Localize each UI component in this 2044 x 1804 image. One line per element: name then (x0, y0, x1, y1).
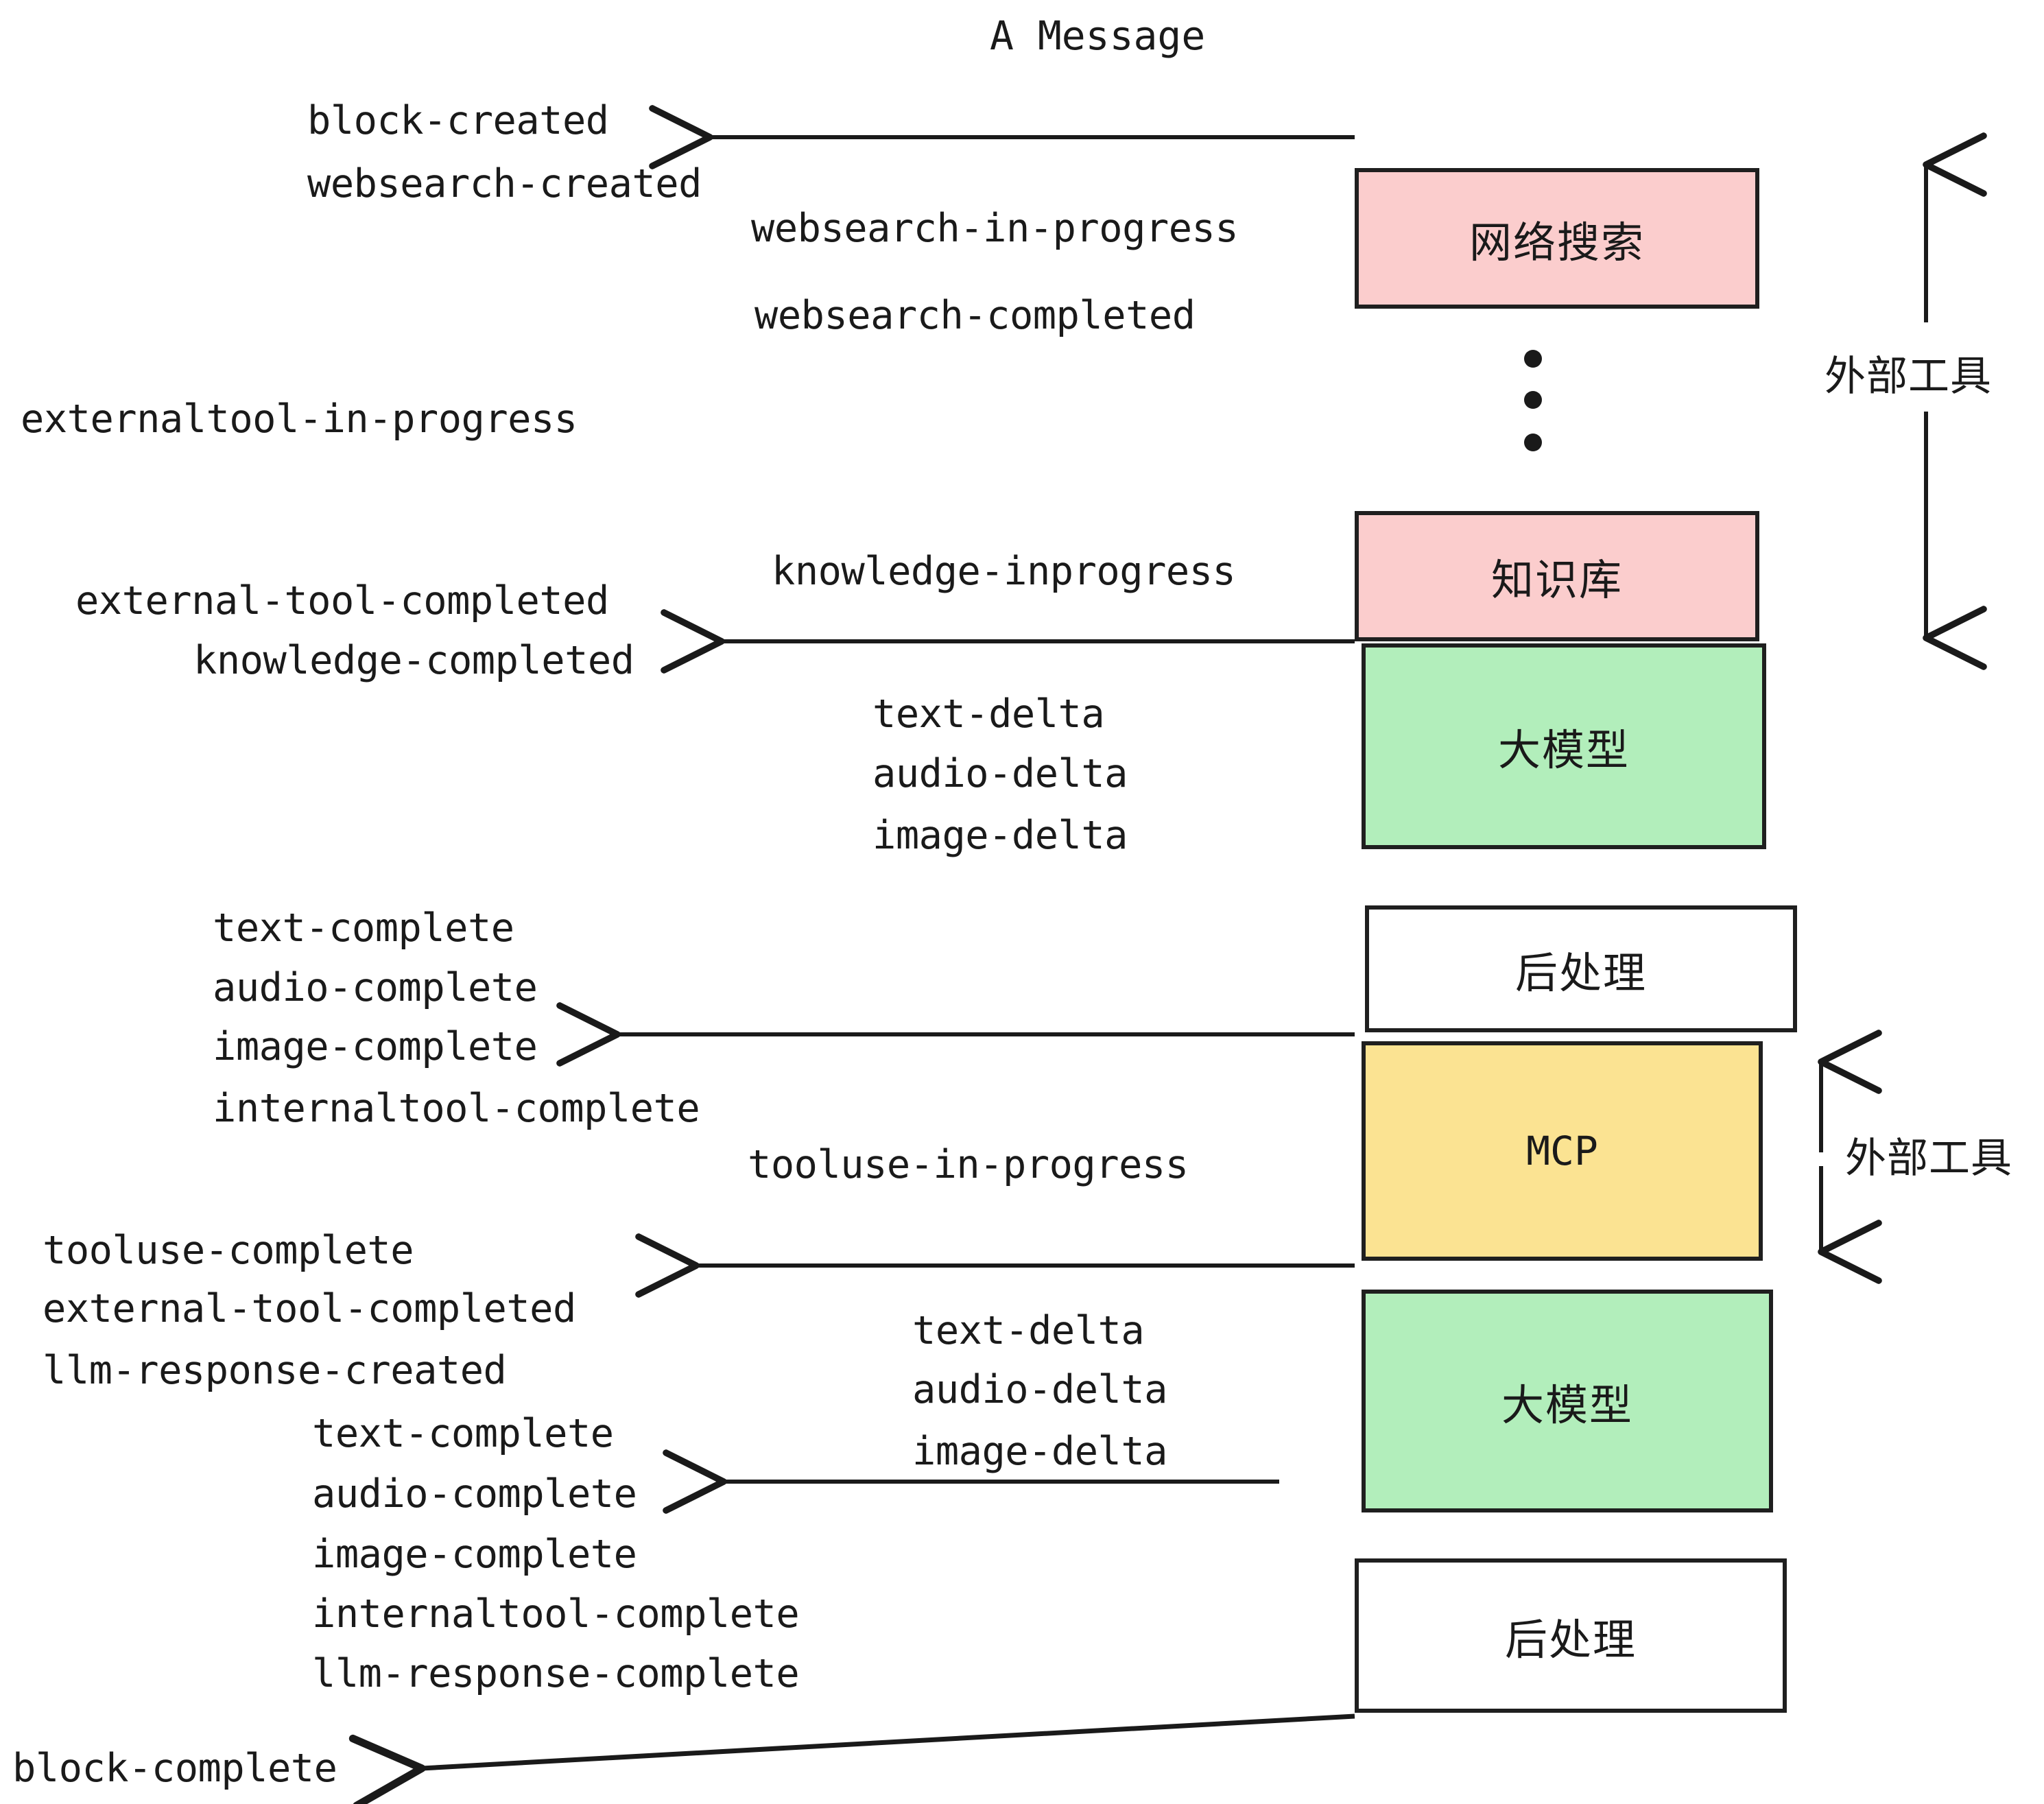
diagram-title: A Message (990, 12, 1206, 59)
event-image-delta-2: image-delta (912, 1429, 1168, 1474)
event-websearch-completed: websearch-completed (754, 293, 1196, 338)
event-audio-delta-2: audio-delta (912, 1367, 1168, 1412)
connector-post-bottom-to-block-complete (348, 1713, 1355, 1804)
node-websearch-label: 网络搜索 (1469, 217, 1645, 268)
group-label-external-tools-top: 外部工具 (1825, 353, 1992, 401)
node-llm-bottom-label: 大模型 (1501, 1379, 1633, 1430)
event-block-created: block-created (307, 98, 609, 143)
event-websearch-created: websearch-created (307, 161, 702, 206)
event-text-complete-1: text-complete (213, 905, 514, 951)
event-internaltool-complete-2: internaltool-complete (312, 1591, 800, 1637)
event-llm-response-complete: llm-response-complete (312, 1651, 800, 1696)
ellipsis-dot-2 (1524, 391, 1542, 409)
event-text-complete-2: text-complete (312, 1411, 614, 1456)
event-audio-complete-2: audio-complete (312, 1471, 637, 1517)
event-websearch-in-progress: websearch-in-progress (751, 206, 1239, 251)
ellipsis-dot-3 (1524, 434, 1542, 451)
event-image-delta-1: image-delta (872, 813, 1128, 858)
event-text-delta-2: text-delta (912, 1308, 1145, 1353)
node-llm-top[interactable]: 大模型 (1362, 643, 1766, 849)
node-postprocess-top-label: 后处理 (1514, 947, 1647, 998)
node-postprocess-bottom-label: 后处理 (1504, 1614, 1637, 1665)
event-llm-response-created: llm-response-created (43, 1348, 507, 1393)
node-llm-top-label: 大模型 (1497, 725, 1630, 775)
event-audio-complete-1: audio-complete (213, 965, 538, 1010)
event-externaltool-in-progress: externaltool-in-progress (21, 396, 578, 442)
event-image-complete-1: image-complete (213, 1024, 538, 1069)
event-internaltool-complete-1: internaltool-complete (213, 1086, 700, 1131)
node-websearch[interactable]: 网络搜索 (1355, 168, 1759, 309)
node-knowledge-base-label: 知识库 (1490, 555, 1623, 605)
group-label-external-tools-bottom: 外部工具 (1845, 1135, 2012, 1183)
node-knowledge-base[interactable]: 知识库 (1355, 511, 1759, 641)
event-knowledge-inprogress: knowledge-inprogress (772, 549, 1236, 594)
event-external-tool-completed-2: external-tool-completed (43, 1286, 576, 1331)
node-postprocess-top[interactable]: 后处理 (1365, 905, 1797, 1032)
node-postprocess-bottom[interactable]: 后处理 (1355, 1558, 1787, 1713)
event-audio-delta-1: audio-delta (872, 751, 1128, 796)
event-external-tool-completed-1: external-tool-completed (75, 578, 609, 624)
node-llm-bottom[interactable]: 大模型 (1362, 1290, 1773, 1512)
node-mcp-label: MCP (1526, 1128, 1598, 1174)
event-image-complete-2: image-complete (312, 1532, 637, 1577)
event-block-complete: block-complete (12, 1746, 337, 1791)
node-mcp[interactable]: MCP (1362, 1041, 1763, 1261)
event-text-delta-1: text-delta (872, 691, 1105, 737)
event-tooluse-in-progress: tooluse-in-progress (748, 1142, 1189, 1187)
ellipsis-dot-1 (1524, 350, 1542, 368)
event-knowledge-completed: knowledge-completed (193, 638, 634, 683)
event-tooluse-complete: tooluse-complete (43, 1228, 414, 1273)
